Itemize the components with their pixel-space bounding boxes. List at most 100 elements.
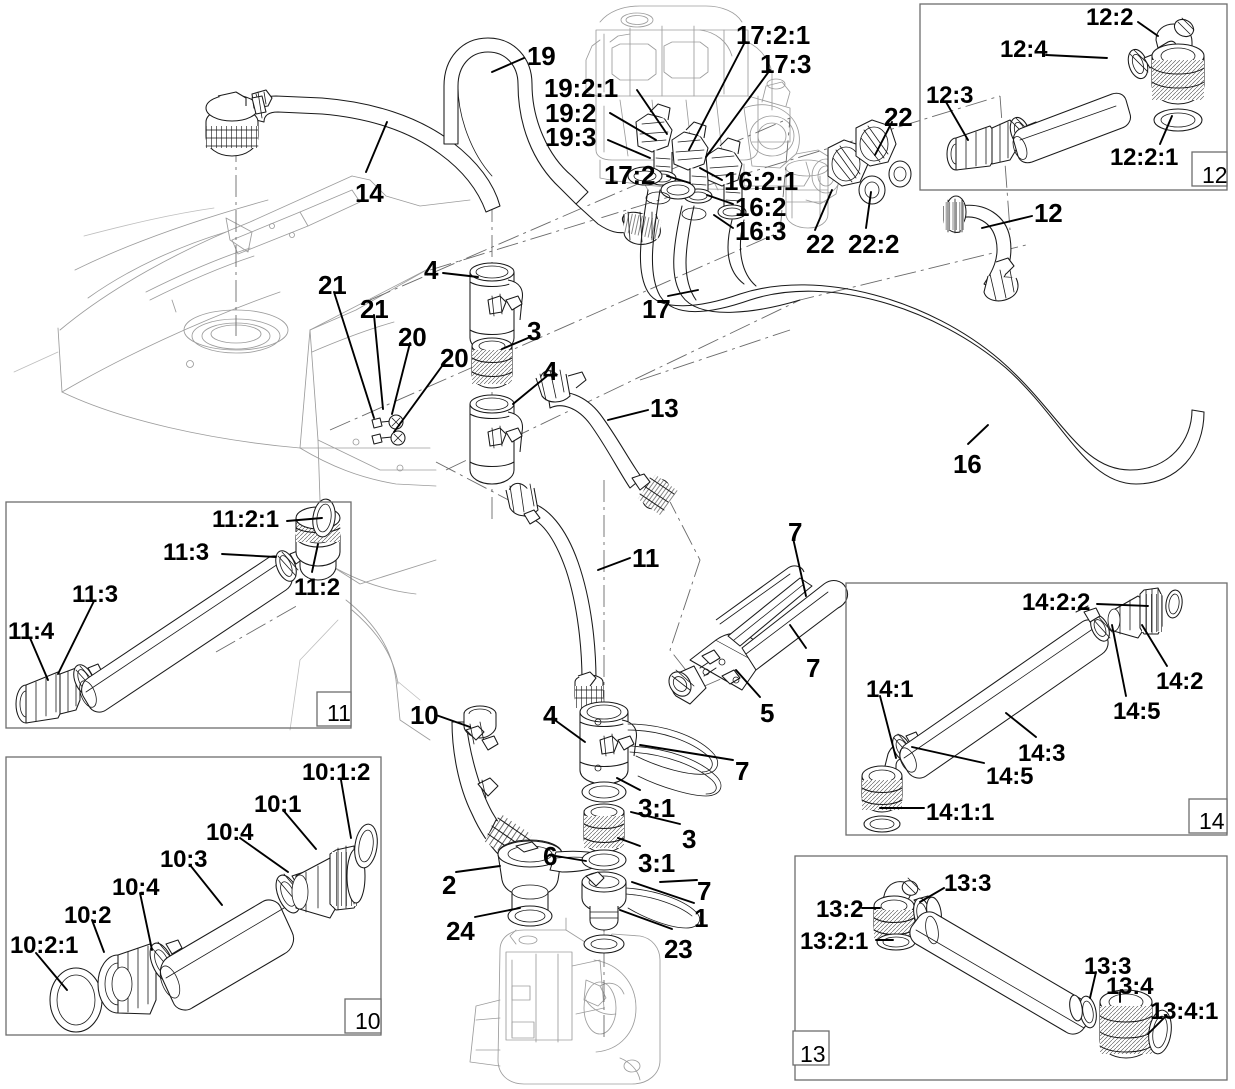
leader-line-b12-12-4 <box>1045 54 1108 59</box>
leader-line-l-20a <box>391 342 411 415</box>
part-label-13-3: 13:3 <box>1084 953 1132 980</box>
fittings-22 <box>827 119 912 205</box>
leader-line-l-16-3 <box>713 214 734 229</box>
callout-box-number-12: 12 <box>1202 162 1228 188</box>
part-label-14-1-1: 14:1:1 <box>926 799 995 826</box>
part-label-12-2: 12:2 <box>1086 4 1134 31</box>
leader-line-l-19-2 <box>609 112 657 141</box>
leader-line-b10-10-4b <box>139 892 153 951</box>
leader-line-l-19 <box>491 57 525 73</box>
hose-11 <box>505 482 604 711</box>
leader-line-l-7d <box>659 879 698 883</box>
part-label-14-1: 14:1 <box>866 676 914 703</box>
leader-line-b13-13-4-1 <box>1147 1015 1167 1035</box>
hose-13 <box>535 369 679 516</box>
leader-line-l-7b <box>789 624 807 649</box>
leader-line-b10-10-4a <box>239 837 289 873</box>
callout-box-number-frame-14 <box>1188 798 1228 834</box>
part-label-17-3: 17:3 <box>760 49 812 79</box>
leader-line-b10-10-2 <box>91 919 105 953</box>
machine-deck-phantom <box>13 175 471 741</box>
part-label-3-1: 3:1 <box>638 848 675 878</box>
box-11-artwork <box>15 498 341 724</box>
leader-line-l-11-main <box>597 557 631 571</box>
part-label-2: 2 <box>442 870 457 900</box>
part-label-5: 5 <box>760 698 775 728</box>
part-label-12: 12 <box>1034 198 1063 228</box>
leader-line-b11-11-4 <box>29 637 49 681</box>
pump-5-tubes-7 <box>668 565 849 705</box>
leader-line-l-4a <box>442 272 479 278</box>
leader-line-l-7a <box>792 537 807 597</box>
leader-line-b11-11-2-1 <box>286 517 323 522</box>
leader-line-l-3-1b <box>617 837 641 847</box>
part-label-14-3: 14:3 <box>1018 740 1066 767</box>
part-label-13-2: 13:2 <box>816 896 864 923</box>
box-13-artwork <box>873 877 1172 1059</box>
part-label-17-2-1: 17:2:1 <box>736 20 810 50</box>
part-label-7: 7 <box>788 517 803 547</box>
part-label-10-2: 10:2 <box>64 902 112 929</box>
part-label-13: 13 <box>650 393 679 423</box>
part-label-4: 4 <box>543 356 558 386</box>
part-label-10-1-2: 10:1:2 <box>302 759 371 786</box>
leader-line-b13-13-3a <box>919 887 945 903</box>
part-label-10-3: 10:3 <box>160 846 208 873</box>
canister-4-lower <box>579 701 722 954</box>
leader-line-l-14-main <box>365 121 388 173</box>
part-label-10-1: 10:1 <box>254 791 302 818</box>
part-label-10: 10 <box>410 700 439 730</box>
callout-box-number-frame-13 <box>792 1030 830 1066</box>
callout-box-number-frame-12 <box>1191 151 1228 187</box>
part-label-22: 22 <box>806 229 835 259</box>
part-label-10-4: 10:4 <box>206 819 254 846</box>
callout-box-number-11: 11 <box>327 700 351 726</box>
callout-box-number-10: 10 <box>355 1008 381 1034</box>
part-label-11-2-1: 11:2:1 <box>212 506 279 533</box>
leader-line-l-2 <box>455 865 501 873</box>
leader-line-b14-14-5a <box>1111 624 1127 697</box>
part-label-19-2-1: 19:2:1 <box>544 73 618 103</box>
leader-line-l-22-2 <box>865 191 872 229</box>
part-label-6: 6 <box>543 841 558 871</box>
callout-box-frames <box>5 3 1228 1081</box>
leader-line-l-3-1a <box>616 777 641 791</box>
part-label-7: 7 <box>697 876 712 906</box>
leader-line-b14-14-2 <box>1141 624 1168 667</box>
part-label-19-2: 19:2 <box>545 98 597 128</box>
hose-10 <box>451 705 532 863</box>
leader-line-l-21b <box>373 314 384 410</box>
callout-box-number-13: 13 <box>800 1041 826 1067</box>
part-label-16-2-1: 16:2:1 <box>724 166 798 196</box>
part-label-7: 7 <box>806 653 821 683</box>
part-label-11-2: 11:2 <box>294 574 340 601</box>
part-label-24: 24 <box>446 916 475 946</box>
callout-box-frame-13 <box>794 855 1228 1081</box>
part-label-3: 3 <box>527 316 542 346</box>
part-label-22: 22 <box>884 102 913 132</box>
callout-box-number-14: 14 <box>1199 808 1225 834</box>
leader-line-b14-14-3 <box>1005 712 1037 738</box>
part-label-14: 14 <box>355 178 384 208</box>
callout-box-frame-12 <box>919 3 1228 191</box>
part-label-14-2-2: 14:2:2 <box>1022 589 1091 616</box>
leader-line-l-16-2 <box>706 194 734 205</box>
hoses-17-16 <box>639 189 1205 485</box>
box-10-artwork <box>49 823 378 1033</box>
part-label-11-3: 11:3 <box>163 539 209 566</box>
box-12-artwork <box>946 17 1205 171</box>
leader-line-b12-12-3 <box>945 101 969 141</box>
part-label-21: 21 <box>360 294 389 324</box>
leader-line-l-17-3 <box>705 69 771 158</box>
leader-line-l-1 <box>631 881 695 904</box>
part-label-20: 20 <box>440 343 469 373</box>
leader-line-b13-13-3b <box>1089 971 1097 999</box>
leader-line-b11-11-3b <box>57 600 95 675</box>
leader-line-l-3a <box>501 337 529 350</box>
part-label-19: 19 <box>527 41 556 71</box>
leader-line-l-4b <box>512 375 548 405</box>
box-14-artwork <box>861 587 1183 833</box>
part-label-1: 1 <box>694 903 709 933</box>
part-label-3-1: 3:1 <box>638 793 675 823</box>
